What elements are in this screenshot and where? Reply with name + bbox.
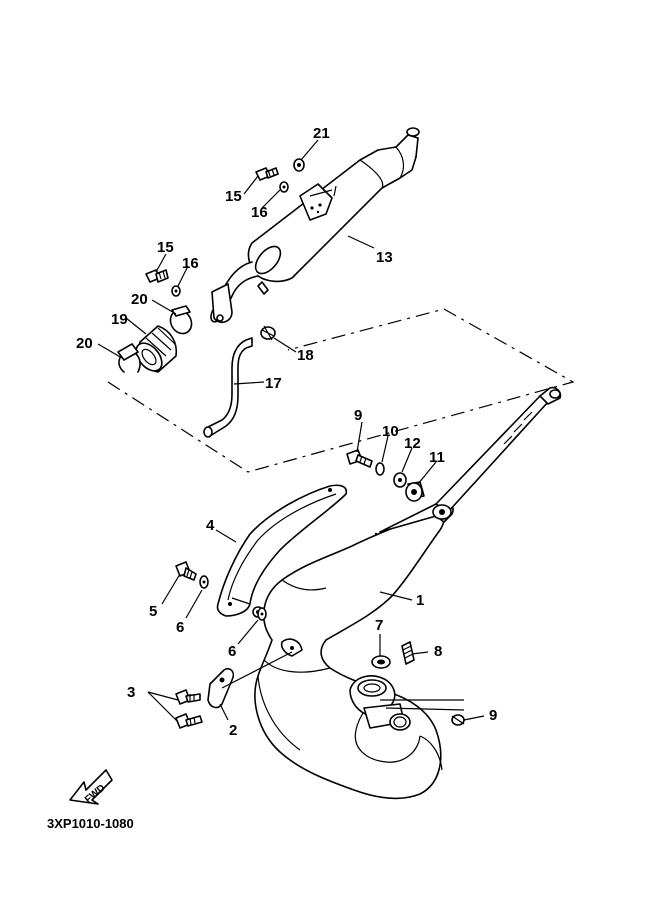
clamp-lower [117, 343, 141, 373]
callout-10: 9 [354, 407, 362, 424]
callout-1: 1 [416, 592, 424, 609]
callout-12: 11 [429, 449, 445, 466]
callout-20-upper: 20 [131, 291, 148, 308]
exhaust-nut [451, 714, 465, 726]
silencer [210, 127, 420, 324]
washer-lower-hole [174, 289, 178, 293]
bracket-bolt-b [175, 713, 203, 729]
exhaust-pipe [252, 386, 562, 800]
callout-2: 2 [229, 722, 237, 739]
callout-14: 13 [376, 249, 393, 266]
exhaust-gasket [371, 655, 391, 669]
callout-9: 9 [489, 707, 497, 724]
spring-link [221, 651, 293, 689]
bracket-washer [375, 462, 385, 476]
callout-6-right: 6 [228, 643, 236, 660]
callout-15-upper: 15 [225, 188, 242, 205]
protector-bolt [175, 561, 197, 581]
leader-lines [97, 139, 485, 723]
hose-clip [260, 325, 276, 341]
bracket-damper [405, 481, 425, 502]
callout-4: 4 [206, 517, 215, 534]
protector-washer-right-hole [260, 612, 264, 616]
callout-16-lower: 16 [182, 255, 199, 272]
silencer-bolt-upper [255, 167, 279, 181]
callout-7: 7 [375, 617, 383, 634]
callout-20-lower: 20 [76, 335, 93, 352]
joint-tube [135, 325, 178, 373]
drawing-code: 3XP1010-1080 [47, 816, 134, 831]
hose-end [203, 426, 213, 438]
silencer-bolt-lower [145, 269, 169, 283]
exhaust-stud [401, 641, 415, 665]
callout-21: 21 [313, 125, 330, 142]
hose [205, 337, 253, 437]
washer-upper-hole [282, 185, 286, 189]
nut-21-hole [297, 163, 301, 167]
callout-19: 19 [111, 311, 128, 328]
subassembly-boundary [107, 308, 575, 473]
bracket-bolt-a [175, 689, 201, 705]
protector-washer-left-hole [202, 580, 206, 584]
callout-15-lower: 15 [157, 239, 174, 256]
callouts: 21 15 16 13 15 16 20 19 20 18 17 9 10 12… [76, 125, 497, 739]
bracket-collar [393, 472, 407, 488]
clamp-upper [169, 305, 193, 335]
bracket-bolt [346, 449, 373, 468]
callout-18: 18 [297, 347, 314, 364]
callout-3: 3 [127, 684, 135, 701]
callout-16-upper: 16 [251, 204, 268, 221]
callout-6-left: 6 [176, 619, 184, 636]
callout-5: 5 [149, 603, 157, 620]
callout-11: 10 [382, 423, 399, 440]
callout-17: 17 [265, 375, 282, 392]
spring-bracket [207, 667, 235, 709]
forward-arrow-icon: FWD [69, 769, 113, 806]
callout-13: 12 [404, 435, 421, 452]
callout-8: 8 [434, 643, 442, 660]
pipe-protector [216, 484, 348, 617]
